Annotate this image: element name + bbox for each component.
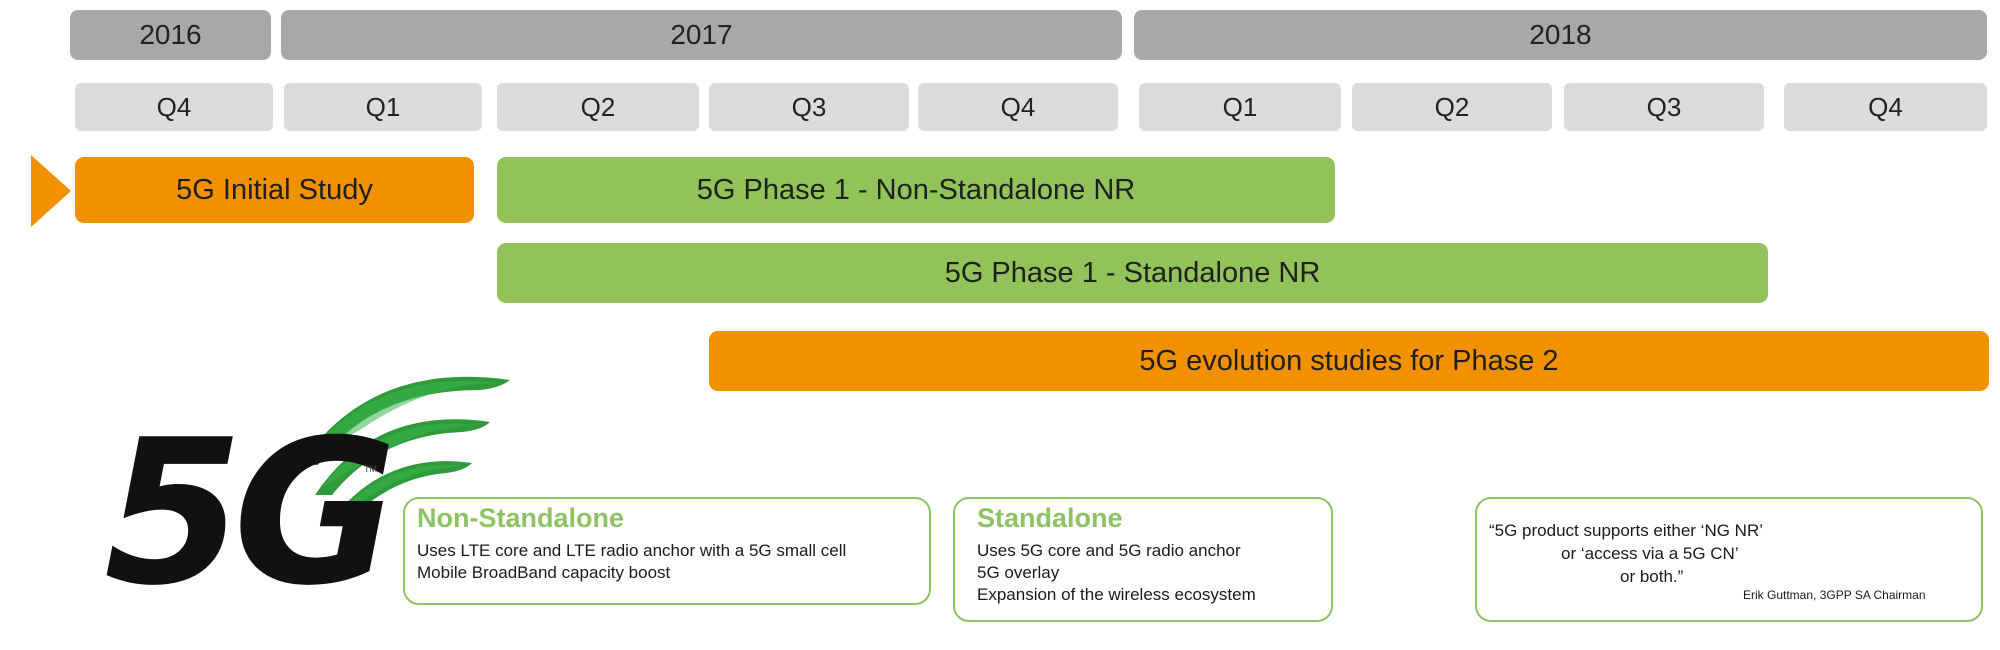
quarter-2017-q3: Q3 bbox=[709, 83, 909, 131]
quarter-label: Q2 bbox=[580, 91, 616, 122]
quarter-label: Q4 bbox=[156, 91, 192, 122]
quote-line: “5G product supports either ‘NG NR’ bbox=[1489, 521, 1763, 540]
year-label: 2016 bbox=[139, 19, 202, 50]
quote-line: or ‘access via a 5G CN’ bbox=[1561, 544, 1739, 563]
quarter-label: Q3 bbox=[1646, 91, 1682, 122]
standalone-line: 5G overlay bbox=[977, 563, 1060, 582]
arrow-pointer-icon bbox=[31, 155, 71, 227]
quote-box: “5G product supports either ‘NG NR’ or ‘… bbox=[1475, 497, 1983, 622]
quarter-2018-q2: Q2 bbox=[1352, 83, 1552, 131]
quarter-label: Q4 bbox=[1868, 91, 1903, 122]
year-2017: 2017 bbox=[281, 10, 1122, 60]
logo-trademark: TM bbox=[364, 464, 377, 474]
year-label: 2017 bbox=[670, 19, 733, 50]
bar-label: 5G evolution studies for Phase 2 bbox=[1139, 344, 1559, 377]
bar-phase1-non-standalone: 5G Phase 1 - Non-Standalone NR bbox=[497, 157, 1335, 223]
standalone-box: Standalone Uses 5G core and 5G radio anc… bbox=[953, 497, 1333, 622]
quarter-2018-q1: Q1 bbox=[1139, 83, 1341, 131]
quarter-label: Q1 bbox=[1222, 91, 1258, 122]
bar-evolution-phase2: 5G evolution studies for Phase 2 bbox=[709, 331, 1989, 391]
non-standalone-line: Mobile BroadBand capacity boost bbox=[417, 563, 671, 582]
year-2018: 2018 bbox=[1134, 10, 1987, 60]
logo-text: 5G bbox=[104, 397, 389, 610]
quarter-label: Q4 bbox=[1000, 91, 1036, 122]
quarter-2018-q4: Q4 bbox=[1784, 83, 1987, 131]
bar-phase1-standalone: 5G Phase 1 - Standalone NR bbox=[497, 243, 1768, 303]
quarter-label: Q3 bbox=[791, 91, 827, 122]
bar-label: 5G Initial Study bbox=[176, 173, 373, 206]
non-standalone-line: Uses LTE core and LTE radio anchor with … bbox=[417, 541, 847, 560]
year-2016: 2016 bbox=[70, 10, 271, 60]
non-standalone-box: Non-Standalone Uses LTE core and LTE rad… bbox=[403, 497, 931, 605]
bar-label: 5G Phase 1 - Non-Standalone NR bbox=[696, 173, 1136, 206]
quarter-2017-q2: Q2 bbox=[497, 83, 699, 131]
quarter-2017-q1: Q1 bbox=[284, 83, 482, 131]
standalone-line: Expansion of the wireless ecosystem bbox=[977, 585, 1256, 604]
5g-logo-icon: 5G TM bbox=[104, 376, 510, 610]
quote-line: or both.” bbox=[1620, 567, 1684, 586]
quarter-2017-q4: Q4 bbox=[918, 83, 1118, 131]
non-standalone-title: Non-Standalone bbox=[417, 503, 624, 533]
standalone-line: Uses 5G core and 5G radio anchor bbox=[977, 541, 1241, 560]
quote-attribution: Erik Guttman, 3GPP SA Chairman bbox=[1743, 588, 1926, 602]
quarter-label: Q1 bbox=[365, 91, 401, 122]
standalone-title: Standalone bbox=[977, 503, 1123, 533]
quarter-2016-q4: Q4 bbox=[75, 83, 273, 131]
bar-initial-study: 5G Initial Study bbox=[75, 157, 474, 223]
bar-label: 5G Phase 1 - Standalone NR bbox=[944, 256, 1321, 289]
quarter-2018-q3: Q3 bbox=[1564, 83, 1764, 131]
year-label: 2018 bbox=[1529, 19, 1592, 50]
quarter-label: Q2 bbox=[1434, 91, 1470, 122]
